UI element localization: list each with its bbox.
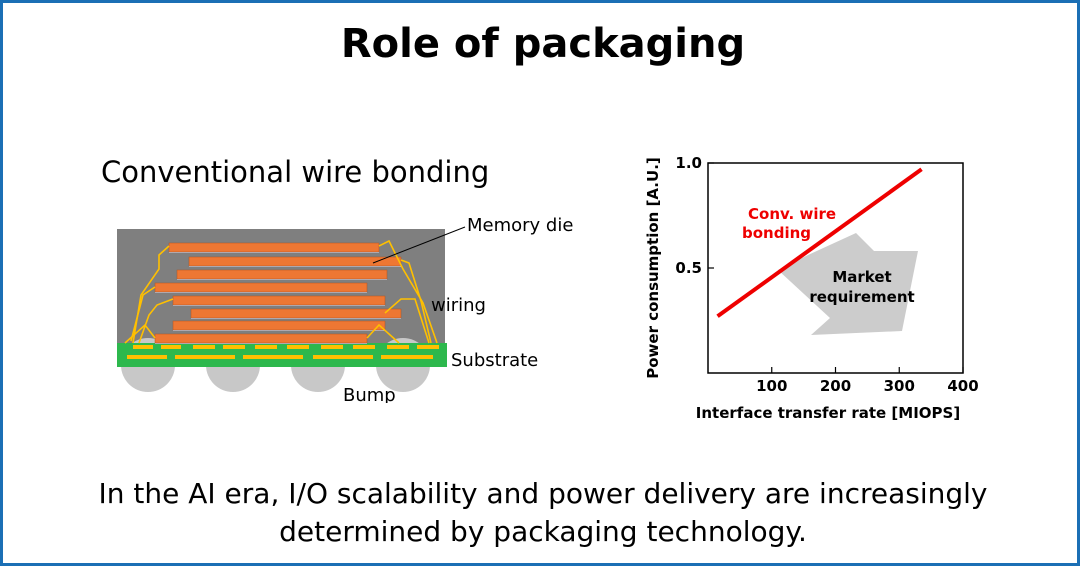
y-axis-label: Power consumption [A.U.] (644, 157, 662, 379)
package-body (117, 226, 466, 392)
substrate-trace (175, 355, 235, 359)
bond-wire (378, 239, 438, 344)
footer-text: In the AI era, I/O scalability and power… (3, 475, 1080, 551)
memory-die (176, 269, 388, 280)
bond-wire (400, 259, 432, 344)
memory-die (168, 242, 380, 253)
wiring-label: wiring (431, 295, 486, 316)
memory-die (190, 308, 402, 319)
y-tick-label: 0.5 (675, 259, 702, 277)
substrate-pad (193, 345, 215, 349)
substrate-pad (255, 345, 277, 349)
substrate-trace (127, 355, 167, 359)
memory-die (154, 282, 368, 293)
series-label-line1: Conv. wire (748, 205, 836, 223)
bond-wire (384, 298, 430, 344)
y-tick-label: 1.0 (675, 154, 702, 172)
substrate-pad (161, 345, 181, 349)
bond-wire (138, 298, 174, 344)
substrate-pad (133, 345, 153, 349)
substrate-trace (381, 355, 433, 359)
x-axis-label: Interface transfer rate [MIOPS] (696, 404, 960, 422)
market-requirement-arrow (778, 233, 918, 335)
memory-die (188, 256, 402, 267)
memory-die (172, 295, 386, 306)
x-tick-label: 400 (947, 377, 978, 395)
footer-line-1: In the AI era, I/O scalability and power… (98, 477, 988, 510)
slide-title: Role of packaging (340, 21, 746, 67)
x-tick-label: 200 (820, 377, 851, 395)
x-tick-label: 100 (756, 377, 787, 395)
series-label-line2: bonding (742, 224, 811, 242)
power-chart: 100 200 300 400 0.5 1.0 Conv. wire bonding Ma… (644, 154, 979, 422)
series-line (716, 167, 923, 318)
footer-line-2: determined by packaging technology. (279, 515, 807, 548)
market-arrow-shape (778, 233, 918, 335)
substrate-pad (417, 345, 439, 349)
substrate-pad (353, 345, 375, 349)
x-tick-label: 300 (884, 377, 915, 395)
substrate-trace (243, 355, 303, 359)
memory-die (172, 320, 386, 331)
chart-series (716, 167, 923, 318)
annotation-line2: requirement (809, 288, 914, 306)
substrate-trace (313, 355, 373, 359)
substrate-pad (321, 345, 343, 349)
bond-wire (366, 323, 400, 344)
bump-label: Bump (343, 385, 396, 403)
memory-die (154, 333, 368, 344)
memory-die-leader (372, 226, 466, 264)
substrate-label: Substrate (451, 350, 538, 371)
annotation-line1: Market (832, 268, 891, 286)
substrate-pad (223, 345, 245, 349)
memory-die-label: Memory die (467, 215, 573, 236)
chart-axes: 100 200 300 400 0.5 1.0 (675, 154, 978, 395)
bond-wire (130, 286, 156, 342)
diagram-subtitle: Conventional wire bonding (101, 155, 490, 189)
package-diagram: Memory die wiring Substrate Bump (117, 215, 573, 403)
substrate-pad (287, 345, 309, 349)
substrate-pad (387, 345, 409, 349)
